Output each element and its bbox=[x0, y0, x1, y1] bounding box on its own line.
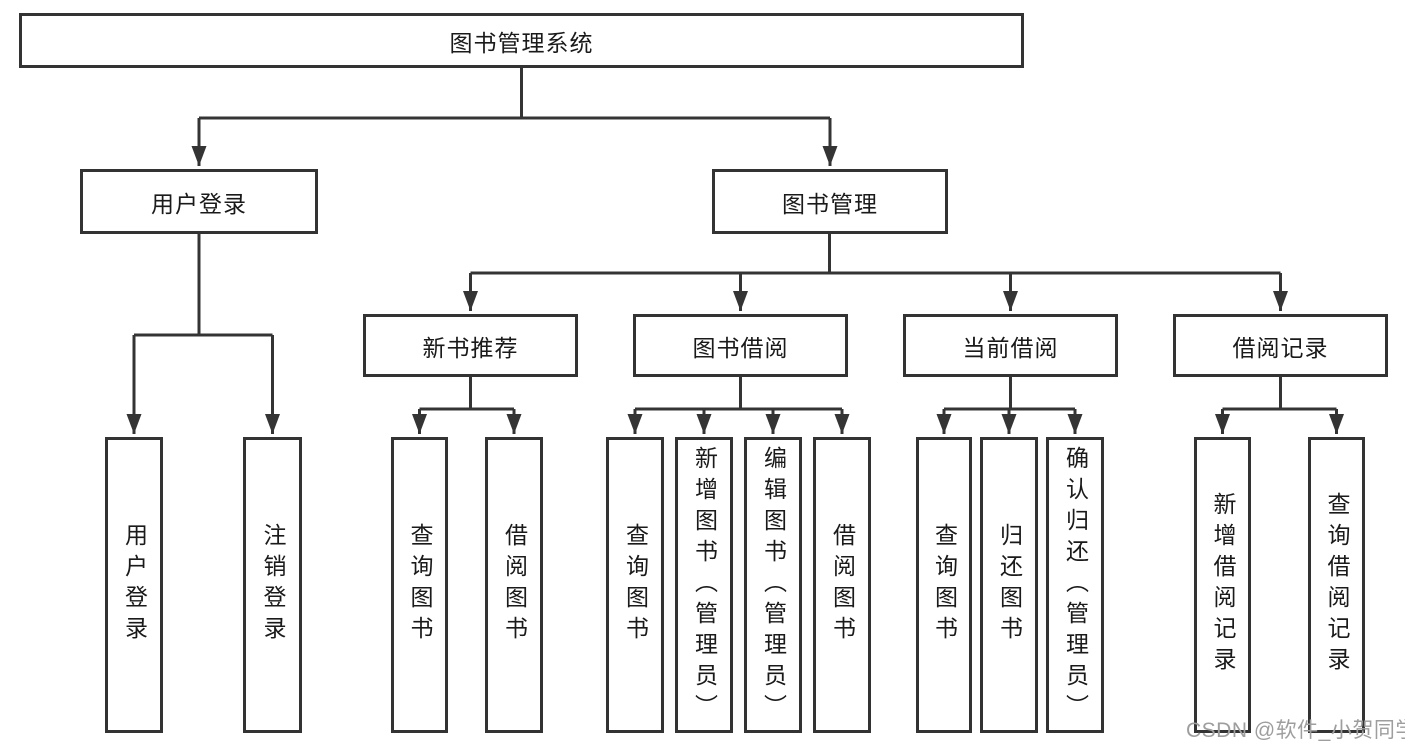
node-leaf-search-borrow-record: 查询借阅记录 bbox=[1308, 437, 1365, 733]
node-leaf-return-books: 归还图书 bbox=[980, 437, 1038, 733]
node-leaf-search-books-borrowing: 查询图书 bbox=[606, 437, 664, 733]
node-leaf-add-borrow-record: 新增借阅记录 bbox=[1194, 437, 1251, 733]
node-book-borrowing: 图书借阅 bbox=[633, 314, 848, 377]
node-leaf-borrow-books: 借阅图书 bbox=[813, 437, 871, 733]
node-leaf-search-books-current: 查询图书 bbox=[916, 437, 972, 733]
node-leaf-confirm-return-admin: 确认归还（管理员） bbox=[1046, 437, 1104, 733]
node-new-book-recommendation: 新书推荐 bbox=[363, 314, 578, 377]
node-leaf-edit-books-admin: 编辑图书（管理员） bbox=[744, 437, 802, 733]
node-user-login: 用户登录 bbox=[80, 169, 318, 234]
node-library-management-system: 图书管理系统 bbox=[19, 13, 1024, 68]
node-book-management: 图书管理 bbox=[712, 169, 948, 234]
watermark: CSDN @软件_小贺同学 bbox=[1186, 719, 1405, 742]
node-leaf-borrow-books-recommend: 借阅图书 bbox=[485, 437, 543, 733]
node-leaf-logout: 注销登录 bbox=[243, 437, 302, 733]
node-leaf-user-login: 用户登录 bbox=[105, 437, 163, 733]
node-leaf-add-books-admin: 新增图书（管理员） bbox=[675, 437, 733, 733]
node-leaf-search-books-recommend: 查询图书 bbox=[391, 437, 448, 733]
node-current-borrowing: 当前借阅 bbox=[903, 314, 1118, 377]
node-borrowing-records: 借阅记录 bbox=[1173, 314, 1388, 377]
